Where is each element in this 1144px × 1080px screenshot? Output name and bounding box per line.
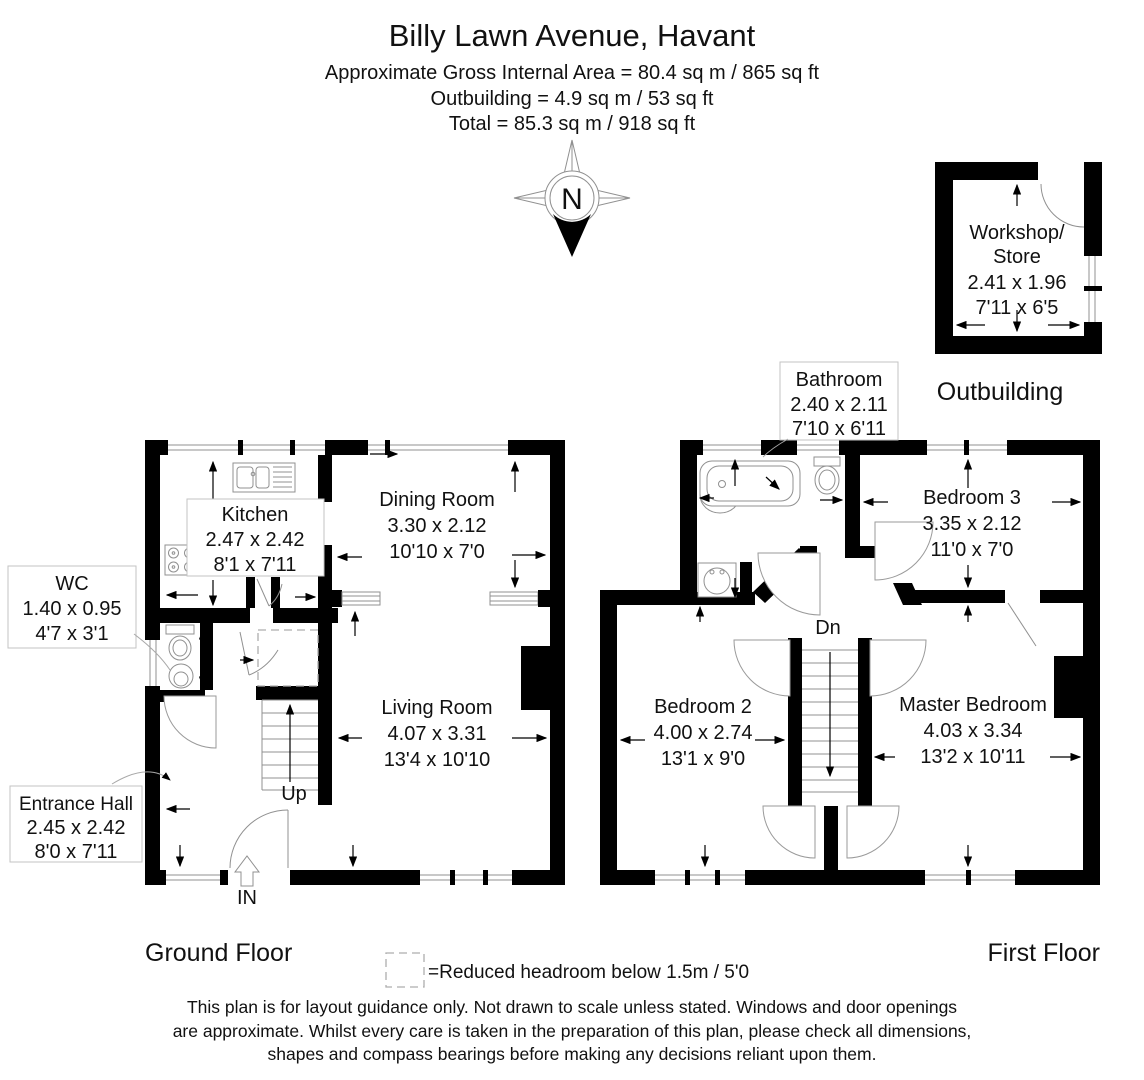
- stairs-up-label: Up: [281, 783, 307, 805]
- room-label-wc: WC 1.40 x 0.95 4'7 x 3'1: [7, 565, 171, 671]
- kitchen-door-leaf: [256, 578, 270, 607]
- room-label-kitchen: Kitchen 2.47 x 2.42 8'1 x 7'11: [186, 498, 325, 577]
- living-metric: 4.07 x 3.31: [388, 723, 487, 745]
- outbuilding-title: Outbuilding: [937, 378, 1063, 406]
- bathroom-name: Bathroom: [796, 369, 883, 391]
- dining-imperial: 10'10 x 7'0: [389, 541, 485, 563]
- room-label-workshop-store: Workshop/ Store 2.41 x 1.96 7'11 x 6'5: [968, 222, 1067, 319]
- room-label-bathroom: Bathroom 2.40 x 2.11 7'10 x 6'11: [762, 361, 899, 458]
- bedroom2-door-arc: [733, 639, 791, 697]
- bedroom2-imperial: 13'1 x 9'0: [661, 748, 745, 770]
- workshop-metric: 2.41 x 1.96: [968, 272, 1067, 294]
- legend: =Reduced headroom below 1.5m / 5'0: [385, 952, 749, 988]
- disclaimer-line3: shapes and compass bearings before makin…: [268, 1044, 877, 1064]
- room-label-dining: Dining Room 3.30 x 2.12 10'10 x 7'0: [379, 489, 495, 563]
- area-line-3: Total = 85.3 sq m / 918 sq ft: [449, 113, 696, 135]
- stairs-down: Dn: [802, 617, 858, 793]
- master-name: Master Bedroom: [899, 694, 1047, 716]
- living-name: Living Room: [381, 697, 492, 719]
- wc-door-arc: [163, 695, 217, 749]
- living-imperial: 13'4 x 10'10: [384, 749, 491, 771]
- kitchen-sink-icon: [232, 462, 296, 493]
- entry-arrow-icon: [234, 855, 260, 887]
- header: Billy Lawn Avenue, Havant Approximate Gr…: [325, 18, 820, 135]
- bathroom-basin-icon: [697, 562, 737, 598]
- compass-north-label: N: [561, 183, 583, 216]
- stairs-up: Up: [261, 699, 318, 805]
- living-door-leaf: [239, 631, 250, 676]
- bedroom3-name: Bedroom 3: [923, 487, 1021, 509]
- bedroom2-name: Bedroom 2: [654, 696, 752, 718]
- legend-text: =Reduced headroom below 1.5m / 5'0: [428, 962, 749, 983]
- master-metric: 4.03 x 3.34: [924, 720, 1023, 742]
- kitchen-metric: 2.47 x 2.42: [206, 529, 305, 551]
- ground-floor-plan: Up IN Kitchen 2.4: [7, 440, 565, 967]
- room-label-bedroom3: Bedroom 3 3.35 x 2.12 11'0 x 7'0: [923, 487, 1022, 561]
- entrance-imperial: 8'0 x 7'11: [35, 841, 118, 863]
- wc-toilet-icon: [165, 624, 195, 661]
- bedroom2-metric: 4.00 x 2.74: [654, 722, 753, 744]
- disclaimer-line2: are approximate. Whilst every care is ta…: [173, 1021, 972, 1041]
- bedroom3-metric: 3.35 x 2.12: [923, 513, 1022, 535]
- room-label-living: Living Room 4.07 x 3.31 13'4 x 10'10: [381, 697, 492, 771]
- page-title: Billy Lawn Avenue, Havant: [389, 18, 756, 53]
- workshop-name-line1: Workshop/: [969, 222, 1065, 244]
- bathroom-metric: 2.40 x 2.11: [790, 394, 887, 416]
- wc-basin-icon: [168, 663, 194, 689]
- entrance-metric: 2.45 x 2.42: [27, 817, 126, 839]
- cupboard-door-arc-right: [846, 805, 900, 859]
- first-floor-title: First Floor: [988, 939, 1101, 967]
- compass-rose-icon: N: [513, 139, 631, 257]
- stairs-down-label: Dn: [815, 617, 841, 639]
- dining-metric: 3.30 x 2.12: [388, 515, 487, 537]
- bathroom-imperial: 7'10 x 6'11: [792, 418, 886, 440]
- wc-metric: 1.40 x 0.95: [23, 598, 122, 620]
- bedroom3-imperial: 11'0 x 7'0: [931, 539, 1014, 561]
- bedroom3-door-arc: [874, 521, 934, 581]
- master-door-arc: [869, 639, 927, 697]
- disclaimer-line1: This plan is for layout guidance only. N…: [187, 997, 957, 1017]
- ground-floor-title: Ground Floor: [145, 939, 292, 967]
- dining-name: Dining Room: [379, 489, 495, 511]
- wc-name: WC: [55, 573, 88, 595]
- disclaimer: This plan is for layout guidance only. N…: [173, 997, 972, 1064]
- bathroom-door-arc: [757, 552, 821, 616]
- outbuilding-plan: Workshop/ Store 2.41 x 1.96 7'11 x 6'5 O…: [935, 162, 1102, 406]
- reduced-headroom-area: [257, 629, 319, 687]
- room-label-master-bedroom: Master Bedroom 4.03 x 3.34 13'2 x 10'11: [899, 694, 1047, 768]
- kitchen-imperial: 8'1 x 7'11: [214, 554, 297, 576]
- outbuilding-door-arc: [1040, 183, 1085, 228]
- reduced-headroom-legend-icon: [385, 952, 425, 988]
- cupboard-door-arc-left: [762, 805, 816, 859]
- kitchen-name: Kitchen: [222, 504, 289, 526]
- toilet-icon: [813, 456, 841, 495]
- wc-imperial: 4'7 x 3'1: [35, 623, 108, 645]
- bathtub-icon: [699, 460, 801, 514]
- room-label-entrance-hall: Entrance Hall 2.45 x 2.42 8'0 x 7'11: [9, 771, 171, 863]
- airing-cupboard-door: [1007, 602, 1037, 647]
- room-label-bedroom2: Bedroom 2 4.00 x 2.74 13'1 x 9'0: [654, 696, 753, 770]
- area-line-2: Outbuilding = 4.9 sq m / 53 sq ft: [431, 88, 714, 110]
- entry-label: IN: [237, 887, 257, 909]
- workshop-name-line2: Store: [993, 246, 1041, 268]
- first-floor-plan: Dn Bathroom 2.40 x 2.11 7'10 x 6'11 Bedr…: [600, 361, 1101, 967]
- workshop-imperial: 7'11 x 6'5: [976, 297, 1059, 319]
- area-line-1: Approximate Gross Internal Area = 80.4 s…: [325, 62, 820, 84]
- entrance-name: Entrance Hall: [19, 794, 133, 815]
- master-imperial: 13'2 x 10'11: [920, 746, 1025, 768]
- front-door-arc: [229, 809, 289, 869]
